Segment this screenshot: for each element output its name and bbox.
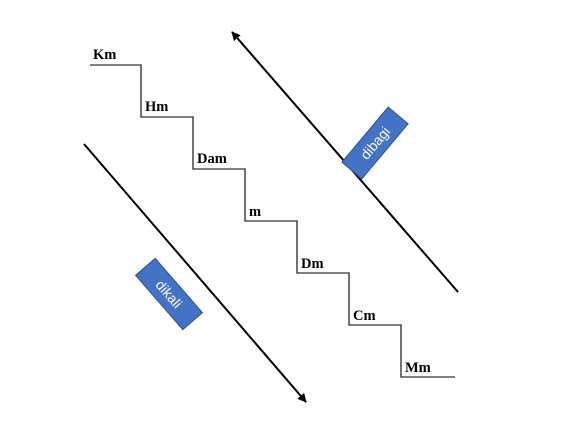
unit-label-mm: Mm bbox=[405, 360, 431, 376]
unit-label-dam: Dam bbox=[197, 151, 227, 167]
unit-label-dm: Dm bbox=[301, 256, 324, 272]
unit-label-km: Km bbox=[93, 47, 116, 63]
staircase-line bbox=[90, 64, 455, 378]
divide-badge: dibagi bbox=[341, 106, 409, 180]
multiply-arrow bbox=[83, 143, 307, 403]
unit-label-cm: Cm bbox=[353, 308, 376, 324]
unit-label-m: m bbox=[249, 204, 261, 220]
unit-label-hm: Hm bbox=[145, 99, 168, 115]
